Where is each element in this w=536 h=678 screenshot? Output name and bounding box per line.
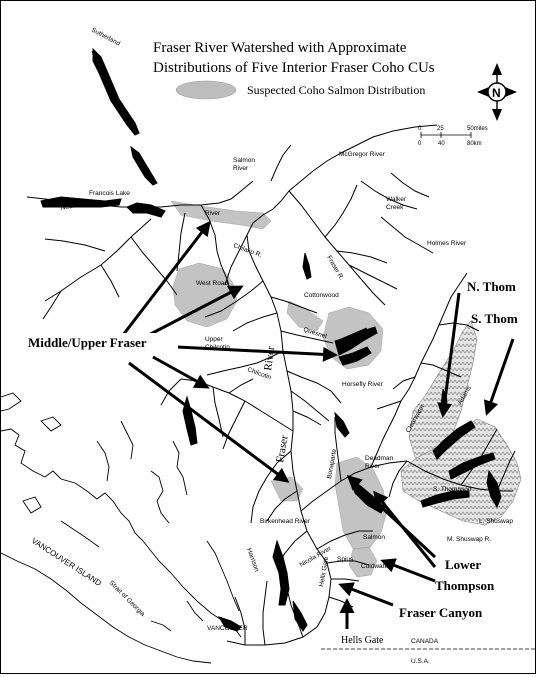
scale-km-80: 80km: [467, 141, 482, 147]
label-salmon-bottom: River: [233, 165, 249, 172]
label-strait: Strait of Georgia: [108, 579, 147, 618]
cu-fraser-canyon: Fraser Canyon: [399, 605, 483, 620]
label-chilako: Chilako R.: [232, 242, 263, 259]
label-francois: Francois Lake: [89, 190, 130, 197]
label-coldwater: Coldwater: [361, 563, 391, 570]
label-sutherland: Sutherland: [90, 27, 121, 48]
cu-lower-thompson-1: Lower: [445, 557, 481, 572]
label-west-road: West Road: [196, 280, 228, 287]
scale-km-0: 0: [418, 141, 422, 147]
label-walker: Walker: [386, 196, 407, 203]
arrow-to-lower-fraser: [128, 361, 290, 483]
map-title-line1: Fraser River Watershed with Approximate: [153, 40, 407, 56]
label-canada: CANADA: [411, 638, 439, 645]
label-fraser-upper: River: [205, 210, 221, 217]
scale-mile-50: 50miles: [467, 126, 488, 132]
label-deadman-1: Deadman: [365, 455, 394, 462]
label-cottonwood: Cottonwood: [304, 292, 339, 299]
label-birkenhead: Birkenhead River: [260, 518, 311, 525]
scale-km-40: 40: [438, 141, 445, 147]
label-vancouver: VANCOUVER: [207, 625, 248, 632]
arrow-to-west-road: [140, 285, 244, 341]
rivers: [26, 50, 516, 646]
label-fraser-river-2: Fraser: [274, 434, 291, 463]
label-hells-gate-small: Hells Gate: [318, 556, 330, 587]
label-l-shuswap: L. Shuswap: [479, 518, 513, 525]
label-creek: Creek: [386, 204, 404, 211]
cu-north-thompson: N. Thom: [467, 279, 516, 294]
coldwater-area: [348, 546, 378, 578]
label-fraser-river-1: River: [262, 345, 277, 371]
label-deadman-2: River: [365, 463, 381, 470]
arrow-to-bonaparte: [373, 490, 437, 568]
map-title-line2: Distributions of Five Interior Fraser Co…: [153, 60, 435, 76]
coastline: [0, 392, 242, 664]
scale-bar: 0 25 50miles 0 40 80km: [418, 126, 488, 147]
label-mcgregor: McGregor River: [339, 151, 386, 158]
label-salmon-top: Salmon: [233, 157, 255, 164]
label-horsefly: Horsefly River: [342, 381, 384, 388]
label-usa: U.S.A.: [411, 658, 430, 665]
label-vancouver-island: VANCOUVER ISLAND: [30, 536, 103, 588]
arrow-to-upper-fraser: [121, 220, 211, 336]
label-salmon-lower: Salmon: [363, 534, 385, 541]
arrow-to-chilcotin: [152, 355, 210, 389]
label-harrison: Harrison: [245, 547, 260, 573]
label-holmes: Holmes River: [427, 240, 467, 247]
arrow-to-coldwater: [380, 558, 436, 583]
arrow-to-horsefly: [176, 345, 338, 362]
arrow-to-fraser-canyon: [338, 582, 394, 607]
cu-south-thompson: S. Thom: [471, 311, 518, 326]
legend-swatch: [175, 80, 237, 100]
cu-lower-thompson-2: Thompson: [435, 578, 495, 593]
legend-label: Suspected Coho Salmon Distribution: [247, 83, 425, 97]
scale-mile-0: 0: [418, 126, 422, 132]
cu-labels: Middle/Upper Fraser N. Thom S. Thom Lowe…: [26, 279, 518, 646]
cu-middle-upper-fraser: Middle/Upper Fraser: [28, 335, 147, 350]
middle-upper-bg: [26, 333, 178, 351]
upper-fraser-area: [170, 200, 272, 230]
arrow-to-south-thompson: [483, 338, 515, 416]
sutherland-lakes: [92, 47, 140, 136]
cu-arrows: [121, 220, 515, 629]
north-label: N: [492, 86, 501, 100]
label-s-thompson: S. Thompson: [433, 486, 472, 493]
arrow-to-north-thompson: [437, 292, 461, 418]
label-upper-2: Chilcotin: [205, 344, 230, 351]
label-upper-1: Upper: [205, 336, 224, 343]
scale-mile-25: 25: [437, 126, 444, 132]
label-m-shuswap: M. Shuswap R.: [447, 536, 491, 543]
label-fraser-pass: Fraser R.: [325, 255, 345, 282]
north-arrow: N: [477, 63, 517, 121]
arrow-to-deadman: [346, 474, 437, 559]
label-spius: Spius: [337, 556, 354, 563]
cu-hells-gate: Hells Gate: [341, 635, 384, 646]
